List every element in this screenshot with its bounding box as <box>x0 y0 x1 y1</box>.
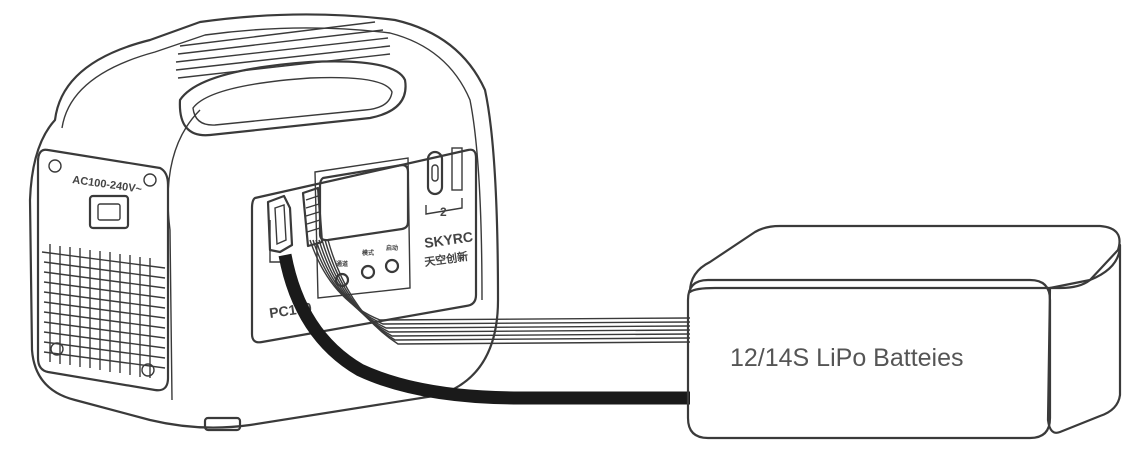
main-power-lead <box>278 253 690 405</box>
start-button[interactable] <box>384 258 400 274</box>
brand-cn: 天空创新 <box>423 249 469 269</box>
battery-front-face <box>686 278 1052 440</box>
side-vent-panel: AC100-240V~ <box>36 148 170 392</box>
battery-label: 12/14S LiPo Batteies <box>730 344 964 372</box>
lcd-screen <box>318 163 410 242</box>
port-2-label: 2 <box>440 205 447 219</box>
screw <box>48 159 62 173</box>
screw <box>143 173 157 187</box>
handle <box>178 60 407 137</box>
charger: AC100-240V~ 2 通道 模式 启动 SKYRC 天空创新 <box>28 13 500 432</box>
handle-vents <box>175 21 391 79</box>
port-2-xt60 <box>426 150 444 196</box>
screw <box>50 342 64 356</box>
front-panel: 2 通道 模式 启动 SKYRC 天空创新 PC150 <box>250 147 478 344</box>
brand-logo: SKYRC <box>423 228 474 251</box>
ac-inlet <box>88 194 130 230</box>
battery-side-face <box>1046 243 1122 434</box>
channel-button-label: 通道 <box>336 260 348 268</box>
foot <box>203 416 242 432</box>
balance-lead <box>309 239 691 345</box>
battery-pack: 12/14S LiPo Batteies <box>686 224 1122 440</box>
xt60-plug <box>266 194 294 254</box>
port-2-balance <box>451 147 463 191</box>
mode-button[interactable] <box>360 264 376 280</box>
start-button-label: 启动 <box>386 244 398 252</box>
balance-plug <box>301 186 324 248</box>
mode-button-label: 模式 <box>362 249 374 257</box>
ac-label: AC100-240V~ <box>72 174 144 196</box>
screw <box>141 363 155 377</box>
battery-top-face <box>688 224 1121 294</box>
charger-body <box>28 13 500 429</box>
